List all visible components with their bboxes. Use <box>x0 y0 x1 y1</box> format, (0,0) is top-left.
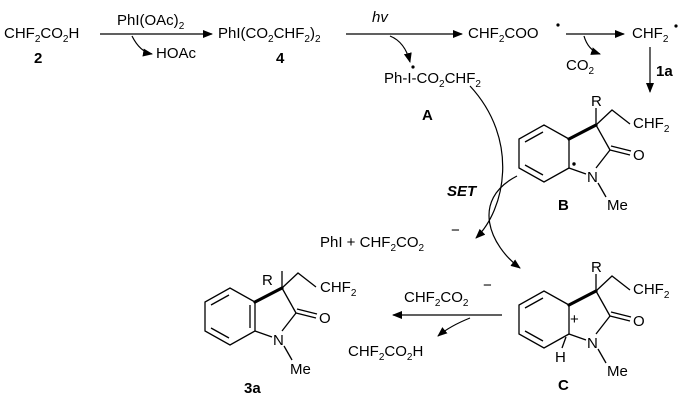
set-arrow-B-to-C <box>488 175 521 269</box>
reagent-chf2co2-anion: CHF2CO2 <box>404 289 469 309</box>
set-arrow-A-to-PhI <box>469 85 504 239</box>
structure-3a-label: 3a <box>244 380 261 397</box>
structure-C-label: C <box>558 377 569 394</box>
curved-arrow-hoac <box>131 35 153 57</box>
C-plus-charge: + <box>570 311 579 328</box>
intermediate-A-formula: Ph-I-CO2CHF2 <box>384 70 481 90</box>
C-chf2: CHF2 <box>633 281 670 301</box>
3a-chf2: CHF2 <box>320 279 357 299</box>
C-oxygen: O <box>633 313 645 330</box>
B-radical-dot <box>572 162 576 166</box>
set-label: SET <box>447 183 478 200</box>
3a-R: R <box>262 272 273 289</box>
chf2coo-radical: CHF2COO <box>468 25 539 45</box>
hv-label: hv <box>372 9 389 26</box>
structure-B: O R CHF2 N Me B <box>518 93 670 214</box>
compound-1a-label: 1a <box>656 63 673 80</box>
anion-charge-bottom: − <box>483 277 492 294</box>
curved-arrow-co2 <box>583 35 601 55</box>
compound-2-label: 2 <box>34 50 42 67</box>
B-chf2: CHF2 <box>633 115 670 135</box>
3a-oxygen: O <box>319 310 331 327</box>
radical-dot-A <box>411 65 415 69</box>
curved-arrow-to-A <box>389 35 412 63</box>
C-R: R <box>591 259 602 276</box>
B-methyl: Me <box>607 197 628 214</box>
structure-C: O R CHF2 N Me + H C <box>518 259 670 394</box>
C-methyl: Me <box>607 363 628 380</box>
3a-methyl: Me <box>290 361 311 378</box>
phi-plus-anion: PhI + CHF2CO2 <box>320 234 425 254</box>
structure-B-label: B <box>558 197 569 214</box>
B-nitrogen: N <box>587 169 598 186</box>
C-hydrogen: H <box>555 349 566 366</box>
curved-arrow-chf2co2h <box>437 317 471 337</box>
chf2co2h-start: CHF2CO2H <box>4 25 79 45</box>
intermediate-A-label: A <box>422 107 433 124</box>
chf2co2h-byproduct: CHF2CO2H <box>348 343 423 363</box>
anion-charge-top: − <box>451 222 460 239</box>
chf2-radical: CHF2 <box>632 25 669 45</box>
radical-dot-chf2 <box>674 24 678 28</box>
C-nitrogen: N <box>587 335 598 352</box>
byproduct-co2: CO2 <box>566 57 595 77</box>
reagent-phioac2: PhI(OAc)2 <box>117 12 185 32</box>
compound-4-label: 4 <box>276 50 285 67</box>
compound-4-formula: PhI(CO2CHF2)2 <box>218 25 321 45</box>
radical-dot-chf2coo <box>556 23 560 27</box>
structure-3a: O R CHF2 N Me 3a <box>204 271 357 397</box>
B-oxygen: O <box>633 147 645 164</box>
B-R: R <box>591 93 602 110</box>
3a-nitrogen: N <box>273 332 284 349</box>
byproduct-hoac: HOAc <box>156 45 197 62</box>
